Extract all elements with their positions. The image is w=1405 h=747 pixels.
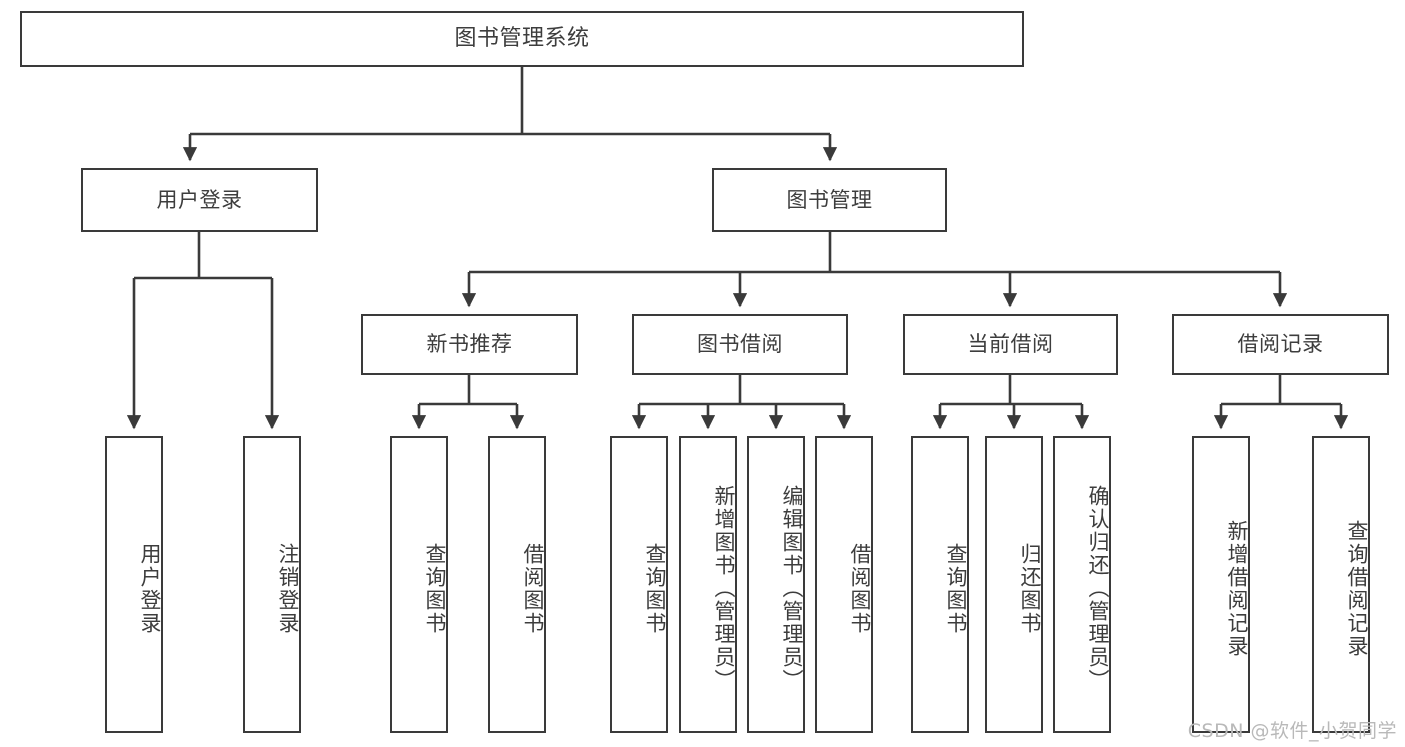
node-label: 查询图书 <box>643 542 667 635</box>
node-label: 借阅图书 <box>848 542 872 635</box>
node-borrow-records[interactable]: 借阅记录 <box>1172 314 1389 375</box>
node-label: 查询图书 <box>423 542 447 635</box>
node-label: 确认归还（管理员） <box>1086 485 1110 692</box>
node-label: 编辑图书（管理员） <box>780 485 804 692</box>
node-label: 归还图书 <box>1018 542 1042 635</box>
watermark: CSDN @软件_小贺同学 <box>1187 720 1397 742</box>
node-label: 图书管理 <box>786 187 873 212</box>
node-label: 查询借阅记录 <box>1345 519 1369 658</box>
node-book-management[interactable]: 图书管理 <box>712 168 947 232</box>
leaf-return-books[interactable]: 归还图书 <box>985 436 1043 733</box>
leaf-add-book-admin[interactable]: 新增图书（管理员） <box>679 436 737 733</box>
leaf-confirm-return-admin[interactable]: 确认归还（管理员） <box>1053 436 1111 733</box>
node-label: 新增借阅记录 <box>1225 519 1249 658</box>
node-label: 新增图书（管理员） <box>712 485 736 692</box>
node-label: 图书管理系统 <box>454 26 590 52</box>
node-current-borrowing[interactable]: 当前借阅 <box>903 314 1118 375</box>
leaf-borrow-books-borrowing[interactable]: 借阅图书 <box>815 436 873 733</box>
node-label: 用户登录 <box>138 542 162 635</box>
leaf-edit-book-admin[interactable]: 编辑图书（管理员） <box>747 436 805 733</box>
node-label: 查询图书 <box>944 542 968 635</box>
node-book-borrowing[interactable]: 图书借阅 <box>632 314 848 375</box>
node-label: 新书推荐 <box>426 332 513 357</box>
node-label: 当前借阅 <box>967 332 1054 357</box>
node-new-book-recommendation[interactable]: 新书推荐 <box>361 314 578 375</box>
node-label: 借阅记录 <box>1237 332 1324 357</box>
leaf-user-login[interactable]: 用户登录 <box>105 436 163 733</box>
leaf-logout[interactable]: 注销登录 <box>243 436 301 733</box>
leaf-query-books-borrowing[interactable]: 查询图书 <box>610 436 668 733</box>
node-label: 用户登录 <box>156 187 243 212</box>
node-label: 借阅图书 <box>521 542 545 635</box>
leaf-query-borrow-record[interactable]: 查询借阅记录 <box>1312 436 1370 733</box>
leaf-query-books-current[interactable]: 查询图书 <box>911 436 969 733</box>
node-label: 注销登录 <box>276 542 300 635</box>
node-root-book-management-system[interactable]: 图书管理系统 <box>20 11 1024 67</box>
node-label: 图书借阅 <box>697 332 783 357</box>
leaf-add-borrow-record[interactable]: 新增借阅记录 <box>1192 436 1250 733</box>
node-user-login[interactable]: 用户登录 <box>81 168 318 232</box>
leaf-borrow-books-newbook[interactable]: 借阅图书 <box>488 436 546 733</box>
leaf-query-books-newbook[interactable]: 查询图书 <box>390 436 448 733</box>
